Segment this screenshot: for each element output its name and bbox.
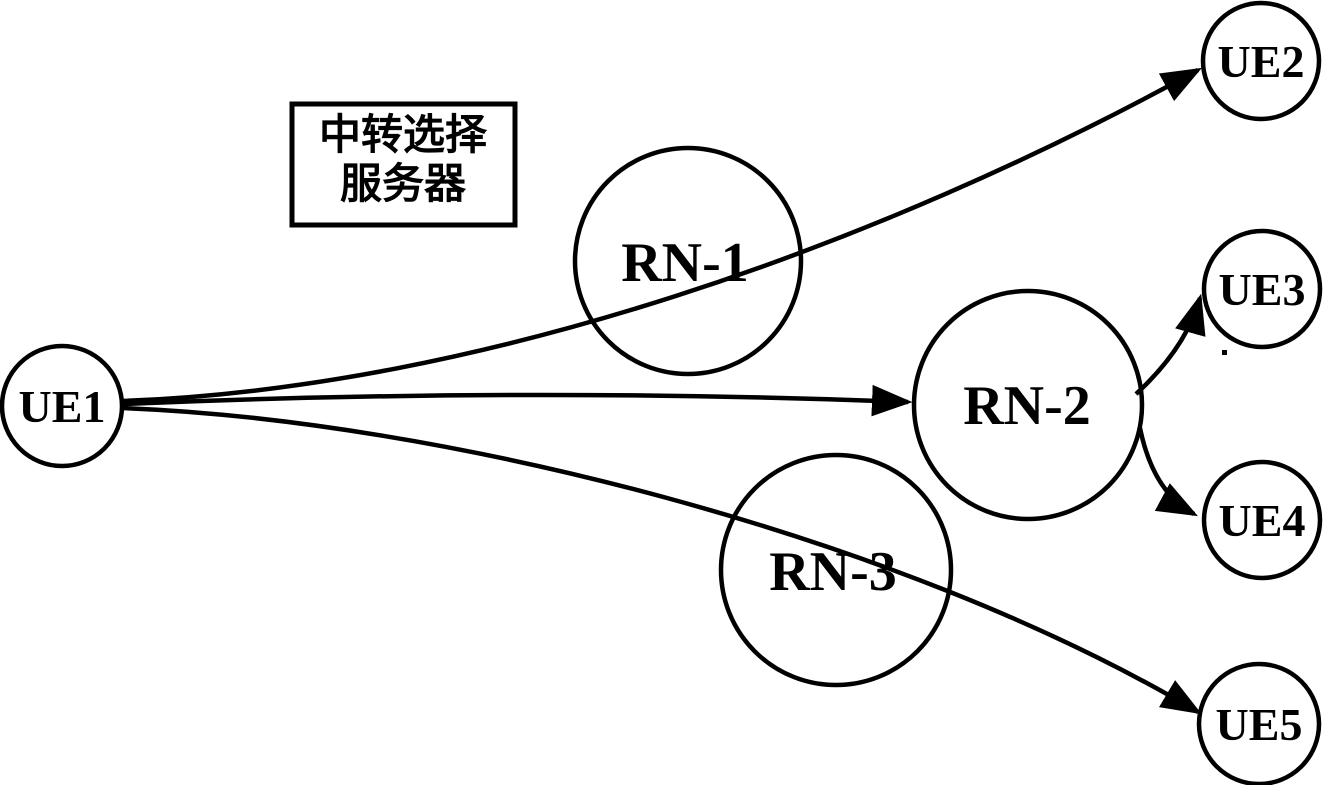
server-box-border	[289, 101, 518, 228]
node-ue5-label: UE5	[1216, 699, 1303, 750]
node-ue1-circle	[0, 343, 125, 469]
node-ue5: UE5	[1196, 661, 1322, 785]
node-ue4-circle	[1201, 459, 1323, 581]
server-box-label-line1: 中转选择	[319, 112, 488, 159]
node-ue1-label: UE1	[19, 381, 106, 432]
edge-ue1-to-ue2	[121, 67, 1202, 404]
node-rn1-circle	[572, 145, 804, 377]
node-ue4-label: UE4	[1219, 495, 1306, 546]
node-ue2: UE2	[1200, 0, 1322, 122]
node-ue5-circle	[1196, 661, 1322, 785]
node-rn2-circle	[911, 288, 1145, 522]
node-ue1: UE1	[0, 343, 125, 469]
node-rn2: RN-2	[911, 288, 1145, 522]
node-rn3: RN-3	[718, 452, 954, 688]
edge-rn2-to-ue3	[1134, 293, 1206, 396]
server-box-label-line2: 服务器	[340, 161, 467, 208]
node-rn2-label: RN-2	[963, 375, 1091, 437]
node-ue2-label: UE2	[1218, 36, 1305, 87]
node-ue3-circle	[1201, 228, 1323, 350]
edge-ue1-to-rn2	[123, 384, 913, 417]
node-rn3-circle	[718, 452, 954, 688]
edge-rn2-to-ue4	[1137, 427, 1198, 517]
node-rn1: RN-1	[572, 145, 804, 377]
node-ue3: UE3	[1201, 228, 1323, 350]
stray-dot	[1222, 350, 1227, 355]
server-box: 中转选择 服务器	[289, 101, 518, 228]
node-rn1-label: RN-1	[621, 232, 749, 294]
node-ue2-circle	[1200, 0, 1322, 122]
edge-ue1-to-ue5	[121, 405, 1202, 715]
node-rn3-label: RN-3	[769, 541, 897, 603]
node-ue4: UE4	[1201, 459, 1323, 581]
node-ue3-label: UE3	[1219, 264, 1306, 315]
